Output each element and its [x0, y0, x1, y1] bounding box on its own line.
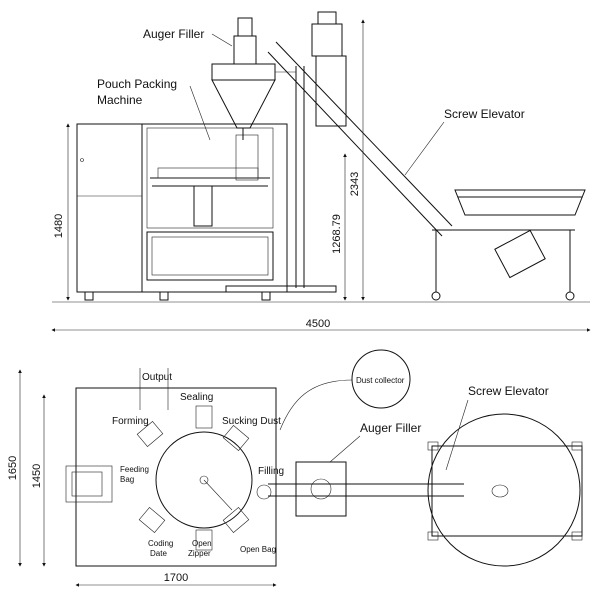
leader-auger-filler-top	[329, 435, 361, 463]
machine-outline-top	[75, 387, 277, 567]
auger-filler-outlet	[310, 478, 332, 500]
elevator-motor	[311, 23, 343, 57]
leader-pouch-machine	[189, 85, 211, 141]
turret-arm	[203, 479, 233, 511]
caster	[431, 291, 441, 301]
label-output: Output	[142, 372, 172, 383]
label-feeding-bag-2: Bag	[120, 475, 134, 484]
cabinet-handle	[80, 158, 84, 162]
coding-station	[138, 507, 166, 533]
auger-hopper-cone	[211, 79, 276, 129]
leader-screw-elevator-top	[445, 399, 469, 471]
leader-screw-elevator	[404, 121, 445, 176]
label-auger-filler-top: Auger Filler	[360, 421, 421, 435]
side-view: 1480 1268.79 2343 4500 Auger Filler Pouc…	[51, 11, 591, 332]
rotary-turret	[155, 431, 253, 529]
filler-nozzle-block	[235, 134, 259, 181]
top-view: 1650 1450 1700 Dust collector Auger Fill…	[7, 349, 583, 587]
caster	[565, 291, 575, 301]
elevator-tube-lower	[267, 51, 443, 237]
label-forming: Forming	[112, 416, 149, 427]
leader-auger-filler	[211, 33, 233, 47]
dim-4500: 4500	[306, 318, 330, 330]
elevator-motor-cap	[317, 11, 337, 25]
auger-filler-top	[295, 461, 347, 517]
sucking-dust-station	[222, 425, 250, 451]
support-base-plate	[225, 285, 337, 293]
auger-motor	[237, 17, 253, 37]
frame-corner	[427, 531, 439, 541]
foot	[261, 291, 271, 301]
label-feeding-bag-1: Feeding	[120, 465, 149, 474]
machine-cabinet	[76, 123, 288, 293]
frame-corner	[427, 441, 439, 451]
label-coding-2: Date	[150, 549, 167, 558]
magazine-inner	[71, 471, 103, 497]
open-bag-station	[222, 507, 250, 533]
rotary-column	[193, 185, 213, 227]
label-sucking-dust: Sucking Dust	[222, 416, 281, 427]
elevator-hopper-top	[427, 413, 581, 567]
label-screw-elevator: Screw Elevator	[444, 107, 525, 121]
machine-base-panel	[146, 231, 274, 281]
elevator-hopper	[454, 189, 586, 216]
label-filling: Filling	[258, 466, 284, 477]
elevator-frame-top	[431, 445, 583, 537]
label-screw-elevator-top: Screw Elevator	[468, 384, 549, 398]
feeding-bag-magazine	[65, 465, 113, 503]
dim-1700: 1700	[164, 572, 188, 584]
sealing-station	[195, 405, 213, 429]
dust-duct	[279, 379, 353, 431]
label-dust-collector: Dust collector	[356, 376, 405, 385]
dust-collector	[351, 349, 411, 409]
label-open-bag: Open Bag	[240, 545, 276, 554]
dim-1450: 1450	[31, 464, 43, 488]
dim-1650: 1650	[7, 456, 19, 480]
base-panel-inner	[151, 236, 269, 276]
open-zipper-station	[195, 529, 213, 551]
foot	[159, 291, 169, 301]
label-coding-1: Coding	[148, 539, 173, 548]
forming-station	[136, 421, 164, 447]
frame-corner	[571, 531, 583, 541]
elevator-drive-motor	[494, 229, 546, 279]
hopper-outlet	[491, 484, 509, 498]
elevator-discharge	[315, 55, 347, 127]
label-auger-filler: Auger Filler	[143, 27, 204, 41]
foot	[84, 291, 94, 301]
dim-2343: 2343	[349, 172, 361, 196]
filling-station	[256, 484, 272, 500]
label-sealing: Sealing	[180, 392, 213, 403]
elevator-tube-upper	[275, 41, 453, 227]
dim-1268-79: 1268.79	[331, 214, 343, 254]
auger-motor-housing	[233, 35, 257, 65]
frame-corner	[571, 441, 583, 451]
label-pouch-packing-2: Machine	[97, 93, 143, 107]
gripper-row	[157, 167, 259, 179]
turret-center	[199, 475, 209, 485]
label-open-zipper-1: Open	[192, 539, 212, 548]
machine-window	[146, 127, 274, 229]
auger-hopper-top	[211, 63, 276, 81]
label-open-zipper-2: Zipper	[188, 549, 211, 558]
label-pouch-packing-1: Pouch Packing	[97, 77, 177, 91]
dim-1480: 1480	[53, 214, 65, 238]
